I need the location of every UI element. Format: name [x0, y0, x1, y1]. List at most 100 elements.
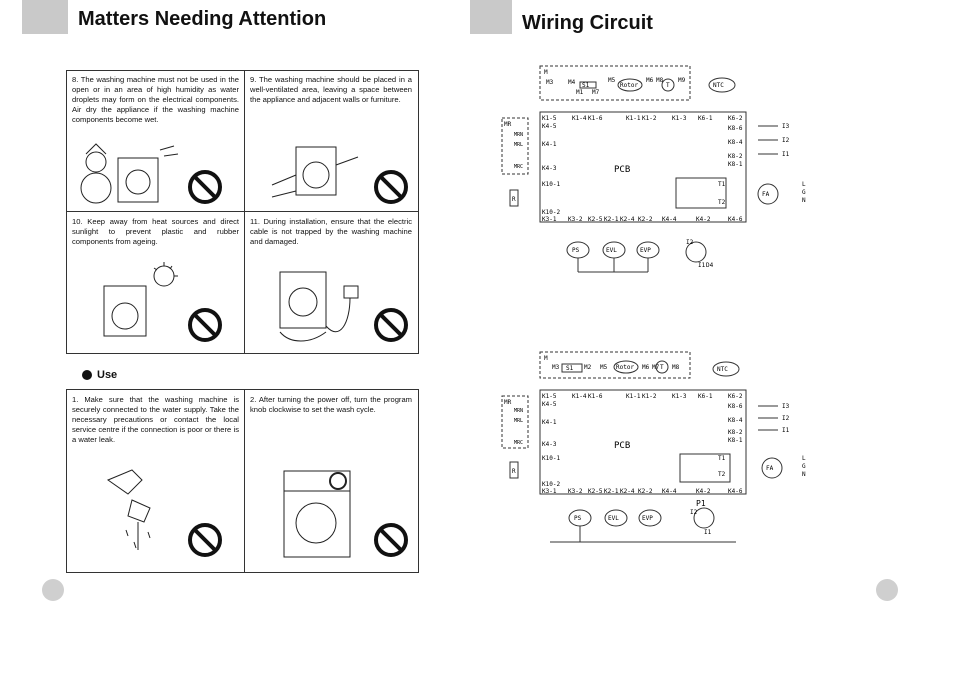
switches: I3 I2 I1 [758, 403, 790, 434]
line-label: L [802, 181, 806, 188]
motor-label: M [544, 69, 548, 76]
connector-label: K4-5 [542, 401, 557, 408]
use-heading-label: Use [97, 369, 118, 381]
t-label: T [660, 364, 664, 371]
snowman-washer-illustration [80, 143, 179, 204]
connector-label: K8-6 [728, 125, 743, 132]
connector-label: K3-2 [568, 216, 583, 223]
pin-label: M7 [592, 89, 600, 96]
connector-label: K1-5 [542, 115, 557, 122]
pin-label: I1 [704, 529, 712, 536]
connector-label: K6-2 [728, 115, 743, 122]
prohibition-icon [188, 308, 222, 342]
connector-label: K4-6 [728, 216, 743, 223]
top-connectors: K1-5 K1-4 K1-6 K1-1 K1-2 K1-3 K6-1 K6-2 [542, 393, 743, 400]
connector-label: K2-4 [620, 216, 635, 223]
connector-label: K4-2 [696, 216, 711, 223]
connector-label: K2-4 [620, 488, 635, 495]
connector-label: K4-1 [542, 419, 557, 426]
page-title: Wiring Circuit [522, 12, 653, 34]
connector-label: K2-5 [588, 488, 603, 495]
load-label: EVL [608, 515, 619, 522]
pcb-label: PCB [614, 165, 630, 175]
connector-label: K8-1 [728, 437, 743, 444]
ntc-label: NTC [713, 82, 724, 89]
connector-label: K3-2 [568, 488, 583, 495]
pin-label: M6 [646, 77, 654, 84]
connector-label: K2-1 [604, 216, 619, 223]
switch-label: I2 [782, 415, 790, 422]
connector-label: K1-1 [626, 393, 641, 400]
connector-label: K1-3 [672, 393, 687, 400]
connector-label: K1-3 [672, 115, 687, 122]
left-connectors: K4-5 K4-1 K4-3 K10-1 K10-2 K3-1 [542, 123, 560, 223]
notes-grid [66, 70, 419, 354]
pin-label: M8 [656, 77, 664, 84]
connector-label: K8-6 [728, 403, 743, 410]
t-label: T [666, 82, 670, 89]
connector-label: K6-1 [698, 393, 713, 400]
pin-label: MRN [514, 408, 523, 414]
top-connectors: K1-5 K1-4 K1-6 K1-1 K1-2 K1-3 K6-1 K6-2 [542, 115, 743, 122]
line-label: G [802, 189, 806, 196]
connector-label: K1-1 [626, 115, 641, 122]
line-label: G [802, 463, 806, 470]
connector-label: K10-2 [542, 481, 560, 488]
use-grid [66, 389, 419, 573]
water-tap-illustration [106, 469, 151, 550]
washer-cable-illustration [279, 271, 359, 342]
pcb-label: PCB [614, 441, 630, 451]
mr-label: MR [504, 399, 512, 406]
pin-label: M2 [584, 364, 592, 371]
wiring-diagram-2: M M3 S1 M2 M5 Rotor M6 M7 T M8 NTC PCB K… [501, 351, 806, 543]
connector-label: K2-2 [638, 488, 653, 495]
use-note-1: 1. Make sure that the washing machine is… [72, 395, 239, 444]
connector-label: T1 [718, 181, 726, 188]
connector-label: K1-4 [572, 393, 587, 400]
use-note-2: 2. After turning the power off, turn the… [250, 395, 412, 414]
line-label: N [802, 197, 806, 204]
connector-label: K2-2 [638, 216, 653, 223]
pin-label: MRL [514, 418, 523, 424]
connector-label: K1-6 [588, 393, 603, 400]
note-8: 8. The washing machine must not be used … [72, 75, 239, 124]
page-title: Matters Needing Attention [78, 8, 327, 30]
prohibition-icon [374, 523, 408, 557]
connector-label: K3-1 [542, 216, 557, 223]
connector-label: K1-4 [572, 115, 587, 122]
connector-label: K4-6 [728, 488, 743, 495]
connector-label: K4-4 [662, 488, 677, 495]
connector-label: K4-4 [662, 216, 677, 223]
washer-knob-illustration [283, 470, 351, 558]
pin-label: MRN [514, 132, 523, 138]
page-marker [876, 579, 898, 601]
grid-divider [244, 389, 245, 572]
pin-label: MRL [514, 142, 523, 148]
fa-label: FA [762, 191, 770, 198]
connector-label: K4-1 [542, 141, 557, 148]
connector-label: T2 [718, 199, 726, 206]
load-label: PS [574, 515, 582, 522]
left-connectors: K4-5 K4-1 K4-3 K10-1 K10-2 K3-1 [542, 401, 560, 495]
connector-label: K8-2 [728, 153, 743, 160]
pin-label: M9 [678, 77, 686, 84]
pin-label: M4 [568, 79, 576, 86]
note-9: 9. The washing machine should be placed … [250, 75, 412, 104]
p1-label: P1 [696, 499, 706, 508]
right-connectors: K8-6 K8-4 K8-2 K8-1 T1 T2 K4-6 [718, 125, 743, 223]
load-label: EVP [642, 515, 653, 522]
switches: I3 I2 I1 [758, 123, 790, 158]
connector-label: K10-1 [542, 455, 560, 462]
connector-label: K3-1 [542, 488, 557, 495]
pin-label: I1 [698, 262, 706, 269]
connector-label: K1-2 [642, 115, 657, 122]
page-marker [42, 579, 64, 601]
connector-label: K1-5 [542, 393, 557, 400]
connector-label: T2 [718, 471, 726, 478]
rotor-label: Rotor [616, 364, 634, 371]
switch-label: I3 [782, 403, 790, 410]
connector-label: K8-4 [728, 417, 743, 424]
section-tab [22, 0, 68, 34]
connector-label: K6-2 [728, 393, 743, 400]
washer-near-wall-illustration [271, 146, 359, 198]
